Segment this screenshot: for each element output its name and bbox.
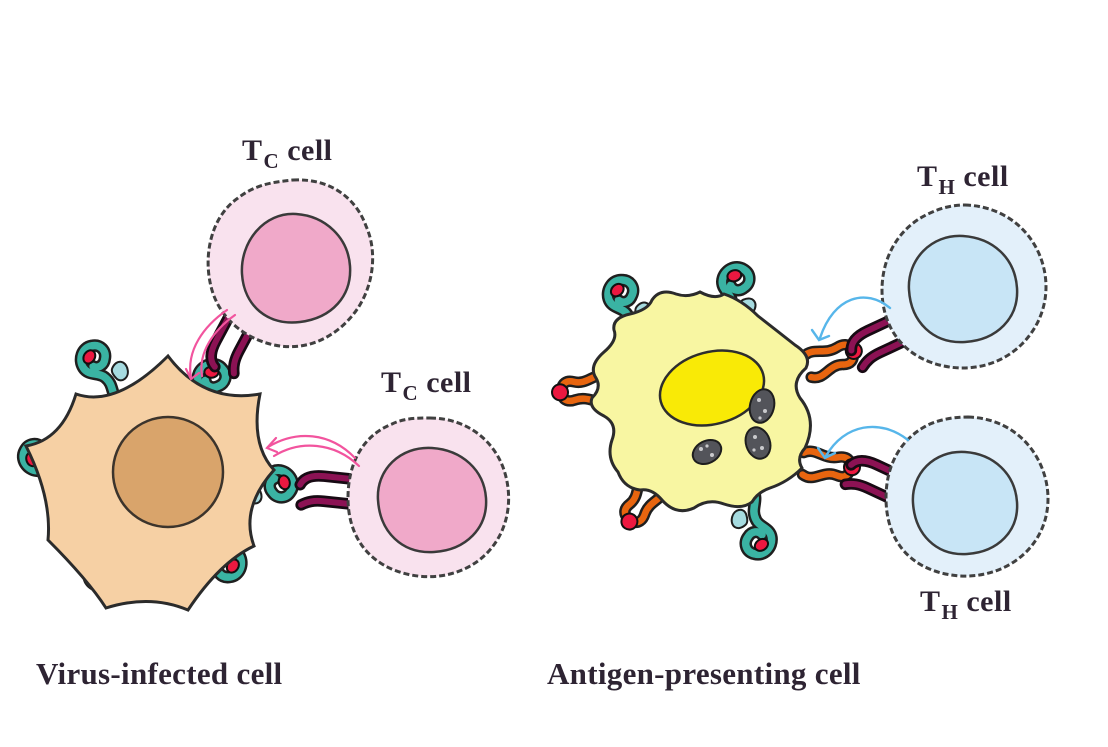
th2-arrowhead-icon — [816, 446, 837, 460]
tc-label-subscript: C — [402, 381, 419, 405]
tc-label-base: T — [242, 134, 263, 167]
th-label-base: T — [917, 160, 938, 193]
tc-recognition-arrows — [184, 308, 361, 468]
vesicle-speckles — [699, 398, 767, 457]
th1-arrowhead-icon — [810, 328, 831, 342]
t-cell-receptor-icon — [298, 474, 350, 510]
tc1-arrow-line — [189, 308, 229, 380]
tc2-arrowhead-icon — [265, 436, 279, 454]
tc-cell-2 — [346, 416, 511, 579]
tc-label-base: T — [381, 366, 402, 399]
apc-vesicles — [691, 388, 776, 465]
right-panel — [551, 203, 1050, 578]
left-panel — [22, 178, 511, 612]
tc2-arrow-line — [266, 434, 357, 460]
tc-label-rest: cell — [287, 134, 333, 167]
th2-arrow-line — [824, 425, 910, 458]
th1-arrow-line — [818, 296, 892, 340]
th-cell-1 — [880, 203, 1048, 370]
tc1-arrow-line — [200, 313, 237, 378]
tc-label-subscript: C — [263, 149, 280, 173]
tc-label-rest: cell — [426, 366, 472, 399]
vesicle-icon — [691, 439, 723, 465]
th-label-subscript: H — [938, 175, 956, 199]
tc-cell-1 — [206, 178, 375, 349]
th-label-rest: cell — [966, 585, 1012, 618]
tc2-arrow-line — [272, 444, 361, 468]
apc-nucleus — [658, 349, 766, 427]
th-cell-2-nucleus — [911, 450, 1019, 556]
tc-cell-2-nucleus — [376, 446, 488, 554]
th-cell-2 — [884, 415, 1050, 578]
left-panel-caption: Virus-infected cell — [36, 656, 283, 691]
th-cell-1-nucleus — [907, 234, 1019, 344]
th-recognition-arrows — [810, 296, 910, 460]
th-label-rest: cell — [963, 160, 1009, 193]
vesicle-icon — [744, 426, 772, 460]
virus-infected-cell-nucleus — [111, 415, 225, 529]
right-panel-caption: Antigen-presenting cell — [547, 656, 861, 691]
th-label-subscript: H — [941, 600, 959, 624]
th-label-base: T — [920, 585, 941, 618]
tc-cell-1-nucleus — [240, 212, 352, 324]
tc1-arrowhead-icon — [184, 367, 201, 381]
vesicle-icon — [748, 388, 776, 424]
